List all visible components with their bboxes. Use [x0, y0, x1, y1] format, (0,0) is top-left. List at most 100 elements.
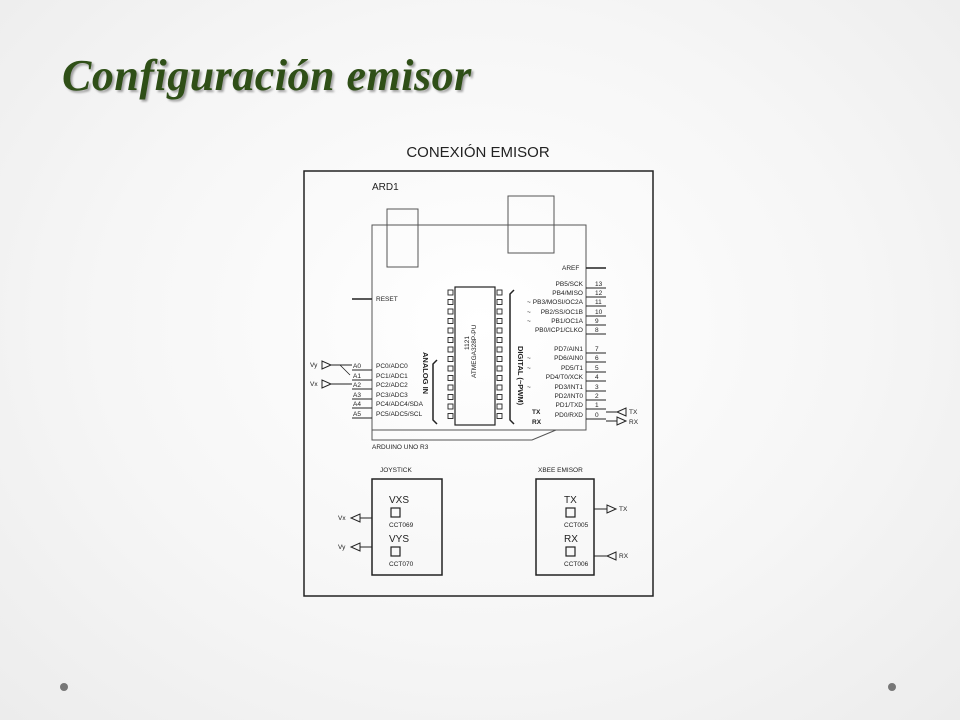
port-tx-arrow: [615, 407, 627, 417]
digital-pin-number: 6: [595, 355, 599, 362]
digital-pin-number: 10: [595, 309, 603, 316]
xbee-port2-arrow: [605, 551, 617, 561]
chip-pin: [447, 384, 454, 391]
analog-pin-number: A5: [353, 411, 361, 418]
xbee-block: XBEE EMISOR TX CCT005 RX CCT006 TX RX: [535, 467, 629, 576]
arduino-board: ARDUINO UNO R3: [371, 195, 587, 451]
digital-pin-label: PD0/RXD: [555, 412, 583, 419]
chip-pin: [447, 394, 454, 400]
digital-pin-label: PD2/INT0: [554, 393, 583, 400]
port-vy-arrow: [321, 360, 333, 370]
analog-pin-label: PC3/ADC3: [376, 392, 408, 399]
chip-pin: [496, 356, 503, 362]
diagram-title: CONEXIÓN EMISOR: [406, 144, 550, 161]
chip-pin: [496, 308, 503, 315]
chip-pin: [447, 403, 454, 410]
digital-pin-number: 11: [595, 299, 602, 306]
chip-pin: [447, 308, 454, 315]
chip-label: ATMEGA328P-PU: [471, 324, 478, 378]
digital-pin-pwm-mark: ~: [527, 365, 531, 372]
aref-pin: AREF: [562, 265, 606, 272]
chip-pin: [447, 289, 454, 296]
nav-dot-left[interactable]: [60, 683, 68, 691]
joystick-port1-label: Vx: [338, 515, 346, 522]
xbee-port1-label: TX: [619, 506, 628, 513]
reset-label: RESET: [376, 296, 398, 303]
xbee-pin1-code: CCT005: [564, 522, 589, 529]
chip-pin: [496, 318, 503, 324]
chip-number: 1121: [464, 336, 471, 350]
digital-pin-label: PD1/TXD: [556, 402, 584, 409]
xbee-port2-label: RX: [619, 553, 629, 560]
joystick-pin2-code: CCT070: [389, 561, 414, 568]
joystick-box: [371, 478, 443, 576]
chip: ATMEGA328P-PU 1121: [447, 286, 503, 426]
digital-pin-pwm-mark: ~: [527, 355, 531, 362]
chip-pin: [447, 346, 454, 353]
digital-rx-label: RX: [532, 419, 542, 426]
digital-bracket: [509, 289, 515, 425]
digital-pin-pwm-mark: ~: [527, 309, 531, 316]
chip-pin: [447, 318, 454, 324]
analog-pin-label: PC0/ADC0: [376, 363, 408, 370]
analog-pin-label: PC2/ADC2: [376, 382, 408, 389]
reset-pin: RESET: [352, 296, 398, 303]
analog-label: ANALOG IN: [421, 352, 430, 394]
chip-pin: [447, 299, 454, 305]
joystick-block: JOYSTICK VXS CCT069 VYS CCT070 Vx Vy: [338, 467, 443, 576]
xbee-port1-arrow: [606, 504, 618, 514]
digital-tx-label: TX: [532, 409, 541, 416]
outer-frame: [303, 170, 654, 597]
digital-pin-label: PB0/ICP1/CLKO: [535, 327, 583, 334]
digital-pin-label: PD7/AIN1: [554, 346, 583, 353]
board-outline: [371, 224, 587, 431]
board-port-vy: Vy: [310, 360, 352, 376]
analog-pin-label: PC5/ADC5/SCL: [376, 411, 423, 418]
joystick-pin1-pad: [390, 507, 401, 518]
xbee-pin2-label: RX: [564, 534, 578, 545]
analog-pin-number: A4: [353, 401, 361, 408]
chip-pin: [496, 365, 503, 372]
chip-pin: [496, 384, 503, 391]
digital-pin-label: PB2/SS/OC1B: [541, 309, 583, 316]
nav-dot-right[interactable]: [888, 683, 896, 691]
digital-pin-number: 5: [595, 365, 599, 372]
board-name: ARDUINO UNO R3: [372, 444, 429, 451]
chip-pin: [496, 346, 503, 353]
chip-pin: [496, 289, 503, 296]
chip-pin: [447, 365, 454, 372]
digital-pin-number: 2: [595, 393, 599, 400]
chip-pin: [496, 394, 503, 400]
analog-pin-number: A0: [353, 363, 361, 370]
aref-label: AREF: [562, 265, 579, 272]
analog-pin-label: PC4/ADC4/SDA: [376, 401, 424, 408]
digital-pin-pwm-mark: ~: [527, 299, 531, 306]
chip-pin: [447, 375, 454, 381]
digital-pin-number: 13: [595, 281, 603, 288]
digital-pin-label: PB1/OC1A: [551, 318, 583, 325]
joystick-pin2-label: VYS: [389, 534, 409, 545]
digital-pin-label: PD3/INT1: [554, 384, 583, 391]
ard-label: ARD1: [372, 182, 399, 193]
digital-pin-number: 3: [595, 384, 599, 391]
digital-pin-label: PD4/T0/XCK: [546, 374, 584, 381]
joystick-pin1-label: VXS: [389, 495, 409, 506]
xbee-pin2-pad: [565, 546, 576, 557]
slide-title: Configuración emisor: [62, 51, 472, 100]
chip-pin: [496, 375, 503, 381]
analog-pin-number: A1: [353, 373, 361, 380]
board-port-tx: TX: [615, 407, 638, 417]
chip-pin: [496, 413, 503, 419]
digital-pin-number: 1: [595, 402, 599, 409]
usb-connector: [386, 208, 419, 268]
port-rx-arrow: [616, 416, 628, 426]
digital-pin-label: PB4/MISO: [552, 290, 583, 297]
joystick-title: JOYSTICK: [380, 467, 412, 474]
digital-pin-number: 7: [595, 346, 599, 353]
port-rx-label: RX: [629, 419, 639, 426]
analog-bracket: [432, 359, 438, 425]
digital-pin-number: 8: [595, 327, 599, 334]
xbee-pin1-pad: [565, 507, 576, 518]
power-jack: [507, 195, 555, 254]
